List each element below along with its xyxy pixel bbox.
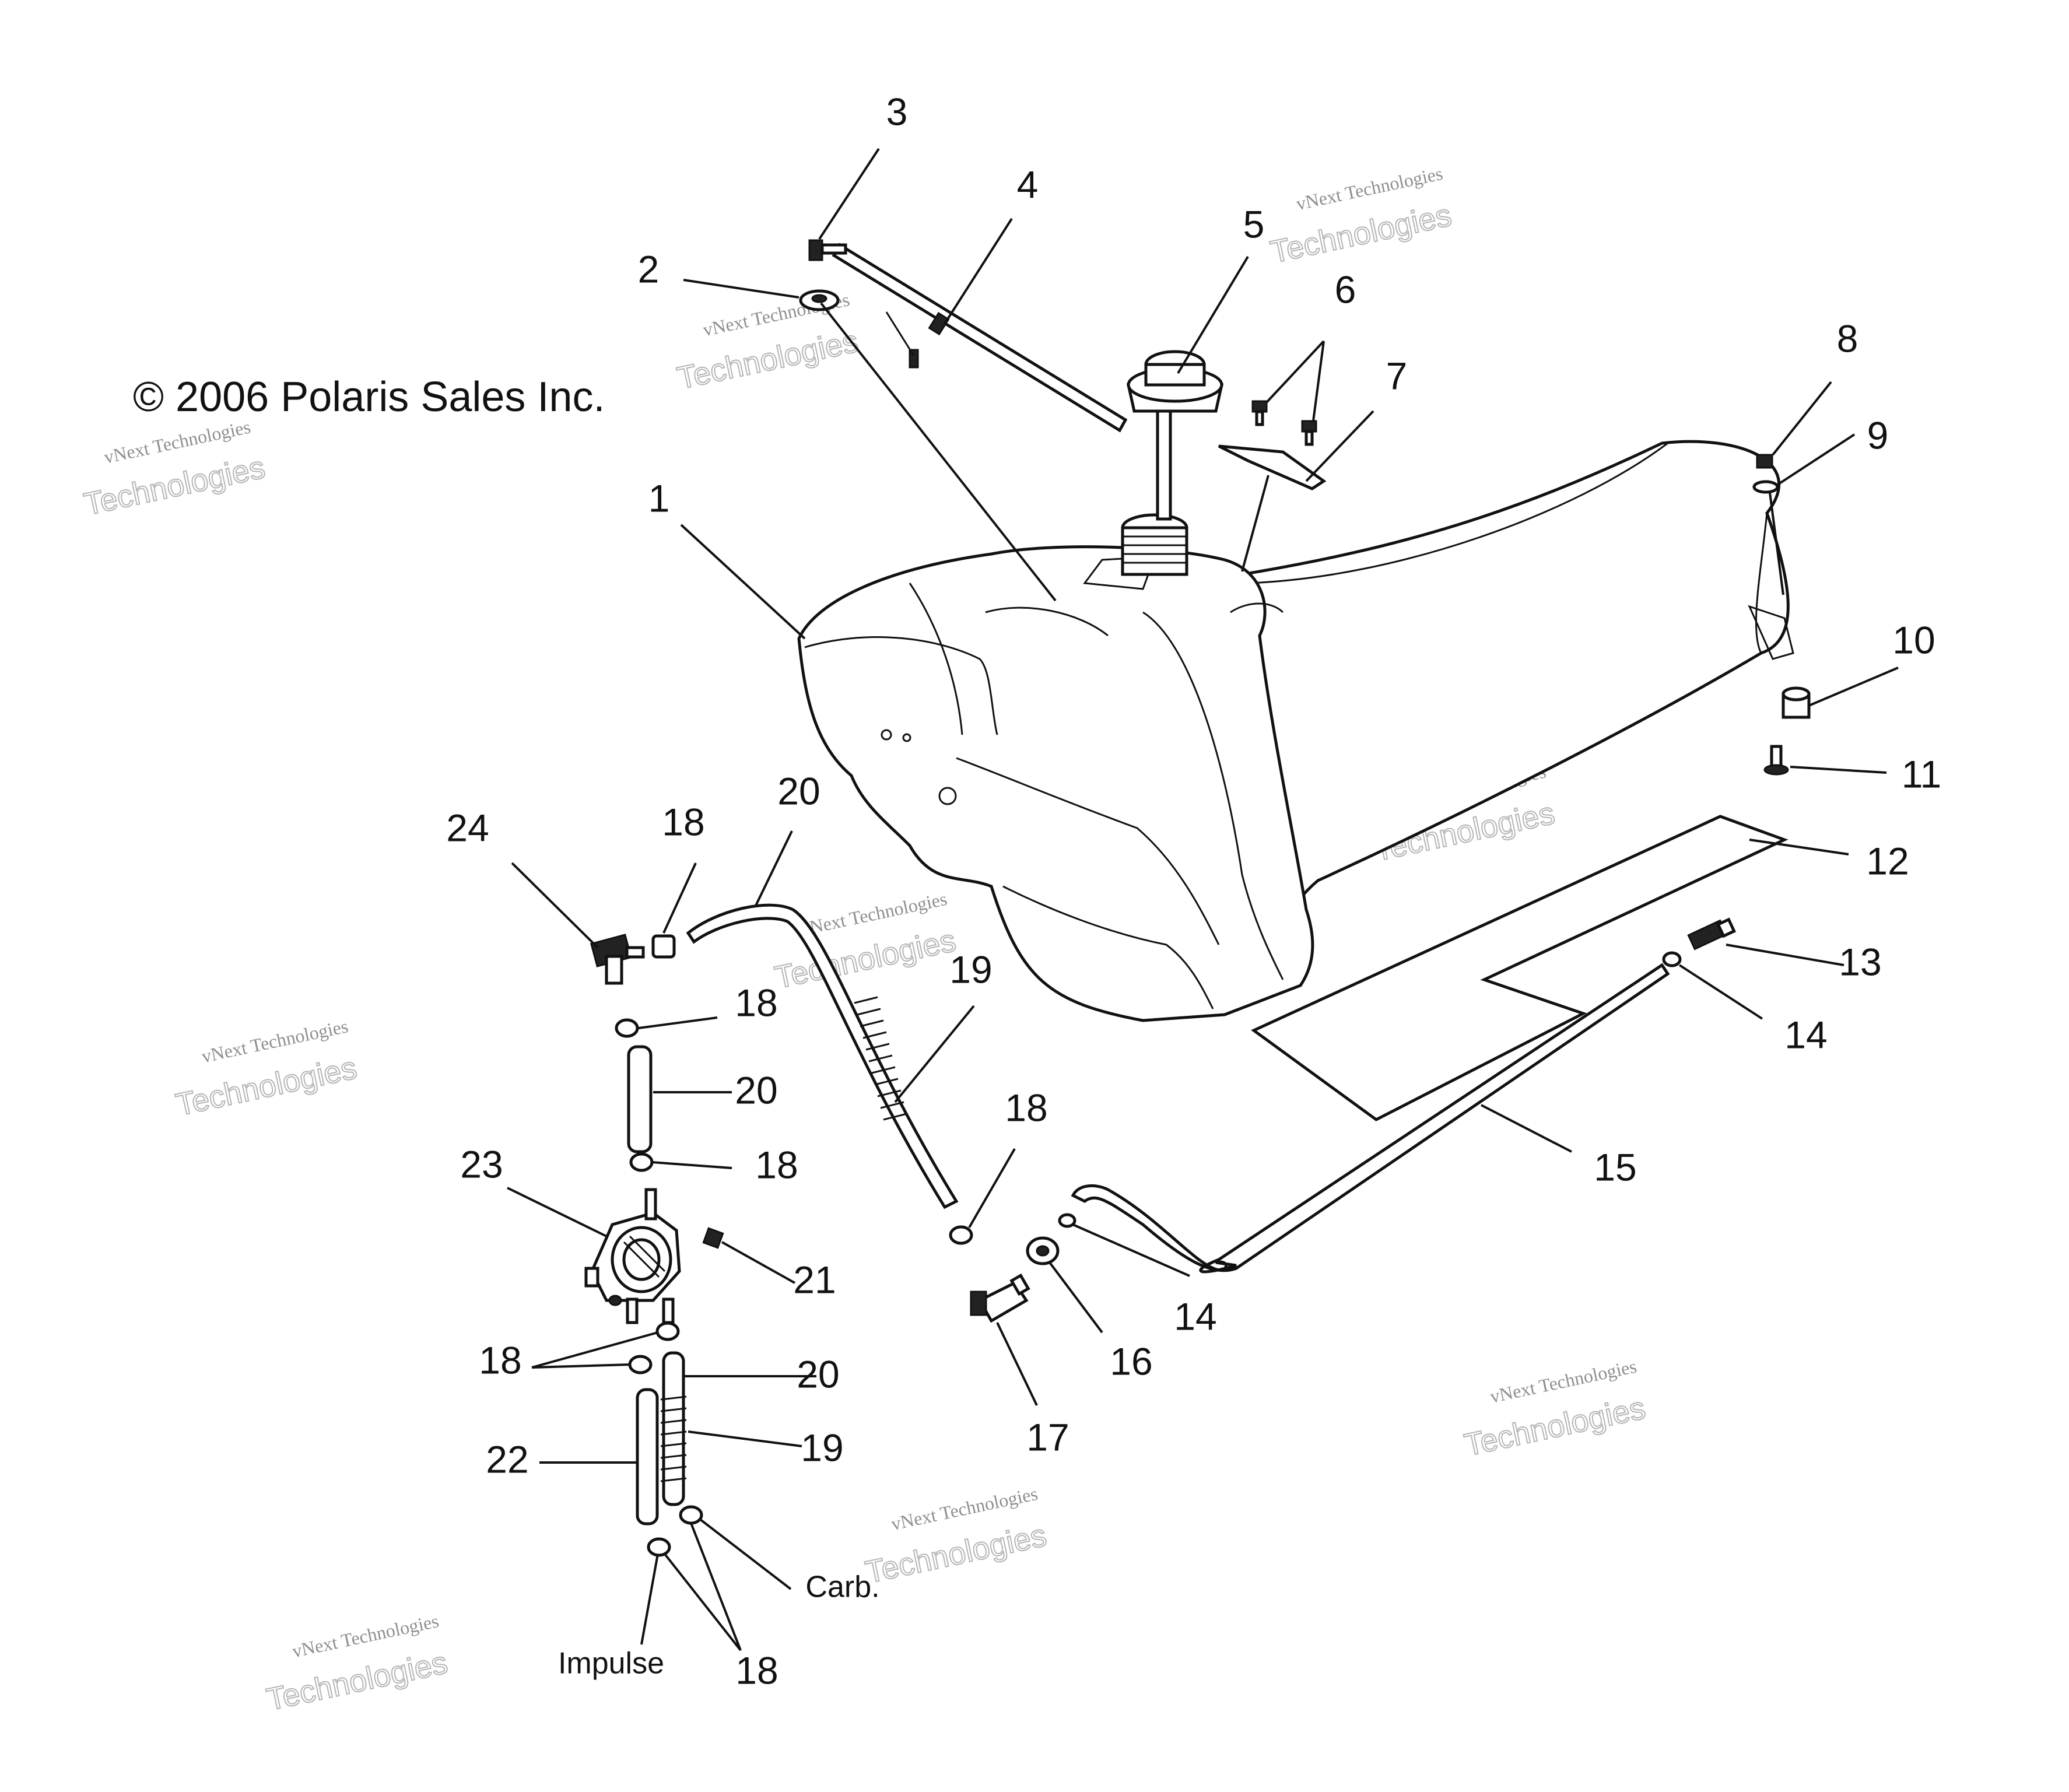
fuel-line-20-mid — [627, 1045, 653, 1153]
callout-19-lower: 19 — [801, 1426, 843, 1469]
clamp-18-g — [647, 1537, 671, 1557]
callout-17: 17 — [1026, 1415, 1069, 1458]
clamp-18-f — [628, 1355, 653, 1374]
callout-14-upper: 14 — [1784, 1013, 1827, 1056]
fuel-pump-23 — [584, 1188, 681, 1324]
washer-9 — [1752, 480, 1779, 494]
callout-24: 24 — [446, 806, 489, 849]
watermark-1: vNext Technologies Technologies — [80, 416, 269, 522]
vent-hose-15 — [1071, 963, 1670, 1274]
callout-22: 22 — [486, 1437, 528, 1481]
watermark-4: vNext Technologies Technologies — [172, 1015, 360, 1123]
leader-lines — [507, 148, 1899, 1651]
callout-18-b: 18 — [735, 981, 777, 1024]
svg-text:Technologies: Technologies — [862, 1518, 1050, 1590]
svg-text:Technologies: Technologies — [1267, 198, 1454, 270]
clamp-18-b — [615, 1018, 639, 1038]
fuel-line-20-lower — [660, 1351, 687, 1506]
callout-14-lower: 14 — [1174, 1295, 1216, 1338]
filler-neck — [1121, 513, 1188, 576]
callout-19-upper: 19 — [949, 948, 992, 991]
watermark-9: vNext Technologies Technologies — [1461, 1355, 1649, 1463]
svg-text:Technologies: Technologies — [674, 324, 861, 396]
callout-10: 10 — [1892, 618, 1935, 661]
callout-13: 13 — [1839, 940, 1881, 983]
callout-21: 21 — [793, 1258, 836, 1301]
callout-6: 6 — [1335, 268, 1356, 311]
svg-text:Technologies: Technologies — [173, 1050, 360, 1123]
clamp-14-lower — [1058, 1213, 1076, 1228]
seat-bracket — [1748, 605, 1794, 660]
callout-15: 15 — [1594, 1145, 1636, 1188]
watermark-5: vNext Technologies Technologies — [771, 888, 959, 996]
nut-21 — [702, 1227, 724, 1249]
callout-3: 3 — [886, 90, 908, 133]
callout-20-mid: 20 — [735, 1068, 777, 1111]
callout-8: 8 — [1837, 317, 1858, 360]
watermark-8: vNext Technologies Technologies — [862, 1483, 1050, 1591]
callout-23: 23 — [460, 1142, 503, 1186]
svg-text:Technologies: Technologies — [264, 1645, 451, 1717]
svg-text:Technologies: Technologies — [1461, 1390, 1649, 1463]
clamp-18-c — [629, 1152, 654, 1172]
nut-8 — [1756, 454, 1773, 469]
spacer-10 — [1782, 686, 1811, 719]
callout-12: 12 — [1866, 839, 1909, 882]
fuel-cap — [1126, 350, 1224, 521]
vent-fitting — [808, 239, 919, 369]
callout-7: 7 — [1386, 354, 1408, 397]
callout-11: 11 — [1902, 752, 1942, 795]
callout-20-lower: 20 — [797, 1352, 839, 1395]
elbow-17 — [970, 1273, 1030, 1323]
clamp-18-d — [949, 1225, 973, 1245]
callout-5: 5 — [1243, 202, 1265, 246]
note-carb: Carb. — [805, 1570, 879, 1604]
callout-18-ef: 18 — [479, 1338, 521, 1381]
vent-hose — [832, 243, 1128, 433]
callout-16: 16 — [1110, 1339, 1152, 1383]
callouts: 1 2 3 4 5 6 7 8 9 10 11 12 13 14 15 14 1… — [446, 90, 1941, 1692]
callout-4: 4 — [1017, 163, 1039, 206]
callout-2: 2 — [638, 247, 660, 290]
petcock-24 — [590, 934, 645, 985]
seat-seam — [1247, 442, 1768, 654]
clamp-18-h — [679, 1505, 703, 1525]
pad-12 — [1251, 815, 1789, 1121]
callout-18-d: 18 — [1005, 1086, 1047, 1129]
hose-22 — [636, 1388, 659, 1526]
bracket-7 — [1218, 444, 1327, 490]
note-impulse: Impulse — [558, 1647, 664, 1681]
clamp-14-upper — [1662, 951, 1682, 967]
grommet-16 — [1026, 1236, 1060, 1265]
watermark-7: vNext Technologies Technologies — [263, 1610, 451, 1718]
fuel-line-20-upper — [686, 903, 959, 1209]
copyright-notice: © 2006 Polaris Sales Inc. — [133, 374, 605, 420]
callout-18-a: 18 — [662, 800, 704, 843]
clamp-18-e — [655, 1321, 680, 1341]
callout-1: 1 — [648, 476, 670, 520]
watermark-3: vNext Technologies Technologies — [1267, 163, 1455, 271]
callout-20-upper: 20 — [777, 769, 820, 812]
spring-19-upper — [854, 996, 907, 1121]
vent-valve-13 — [1687, 917, 1737, 951]
bolt-11 — [1763, 745, 1789, 776]
grommet-2 — [799, 289, 840, 311]
callout-18-c: 18 — [755, 1143, 798, 1186]
clamp-18-a — [651, 934, 676, 959]
callout-9: 9 — [1867, 413, 1889, 457]
spring-19-lower — [660, 1395, 687, 1482]
screws-6 — [1251, 400, 1317, 446]
callout-18-gh: 18 — [735, 1649, 778, 1692]
